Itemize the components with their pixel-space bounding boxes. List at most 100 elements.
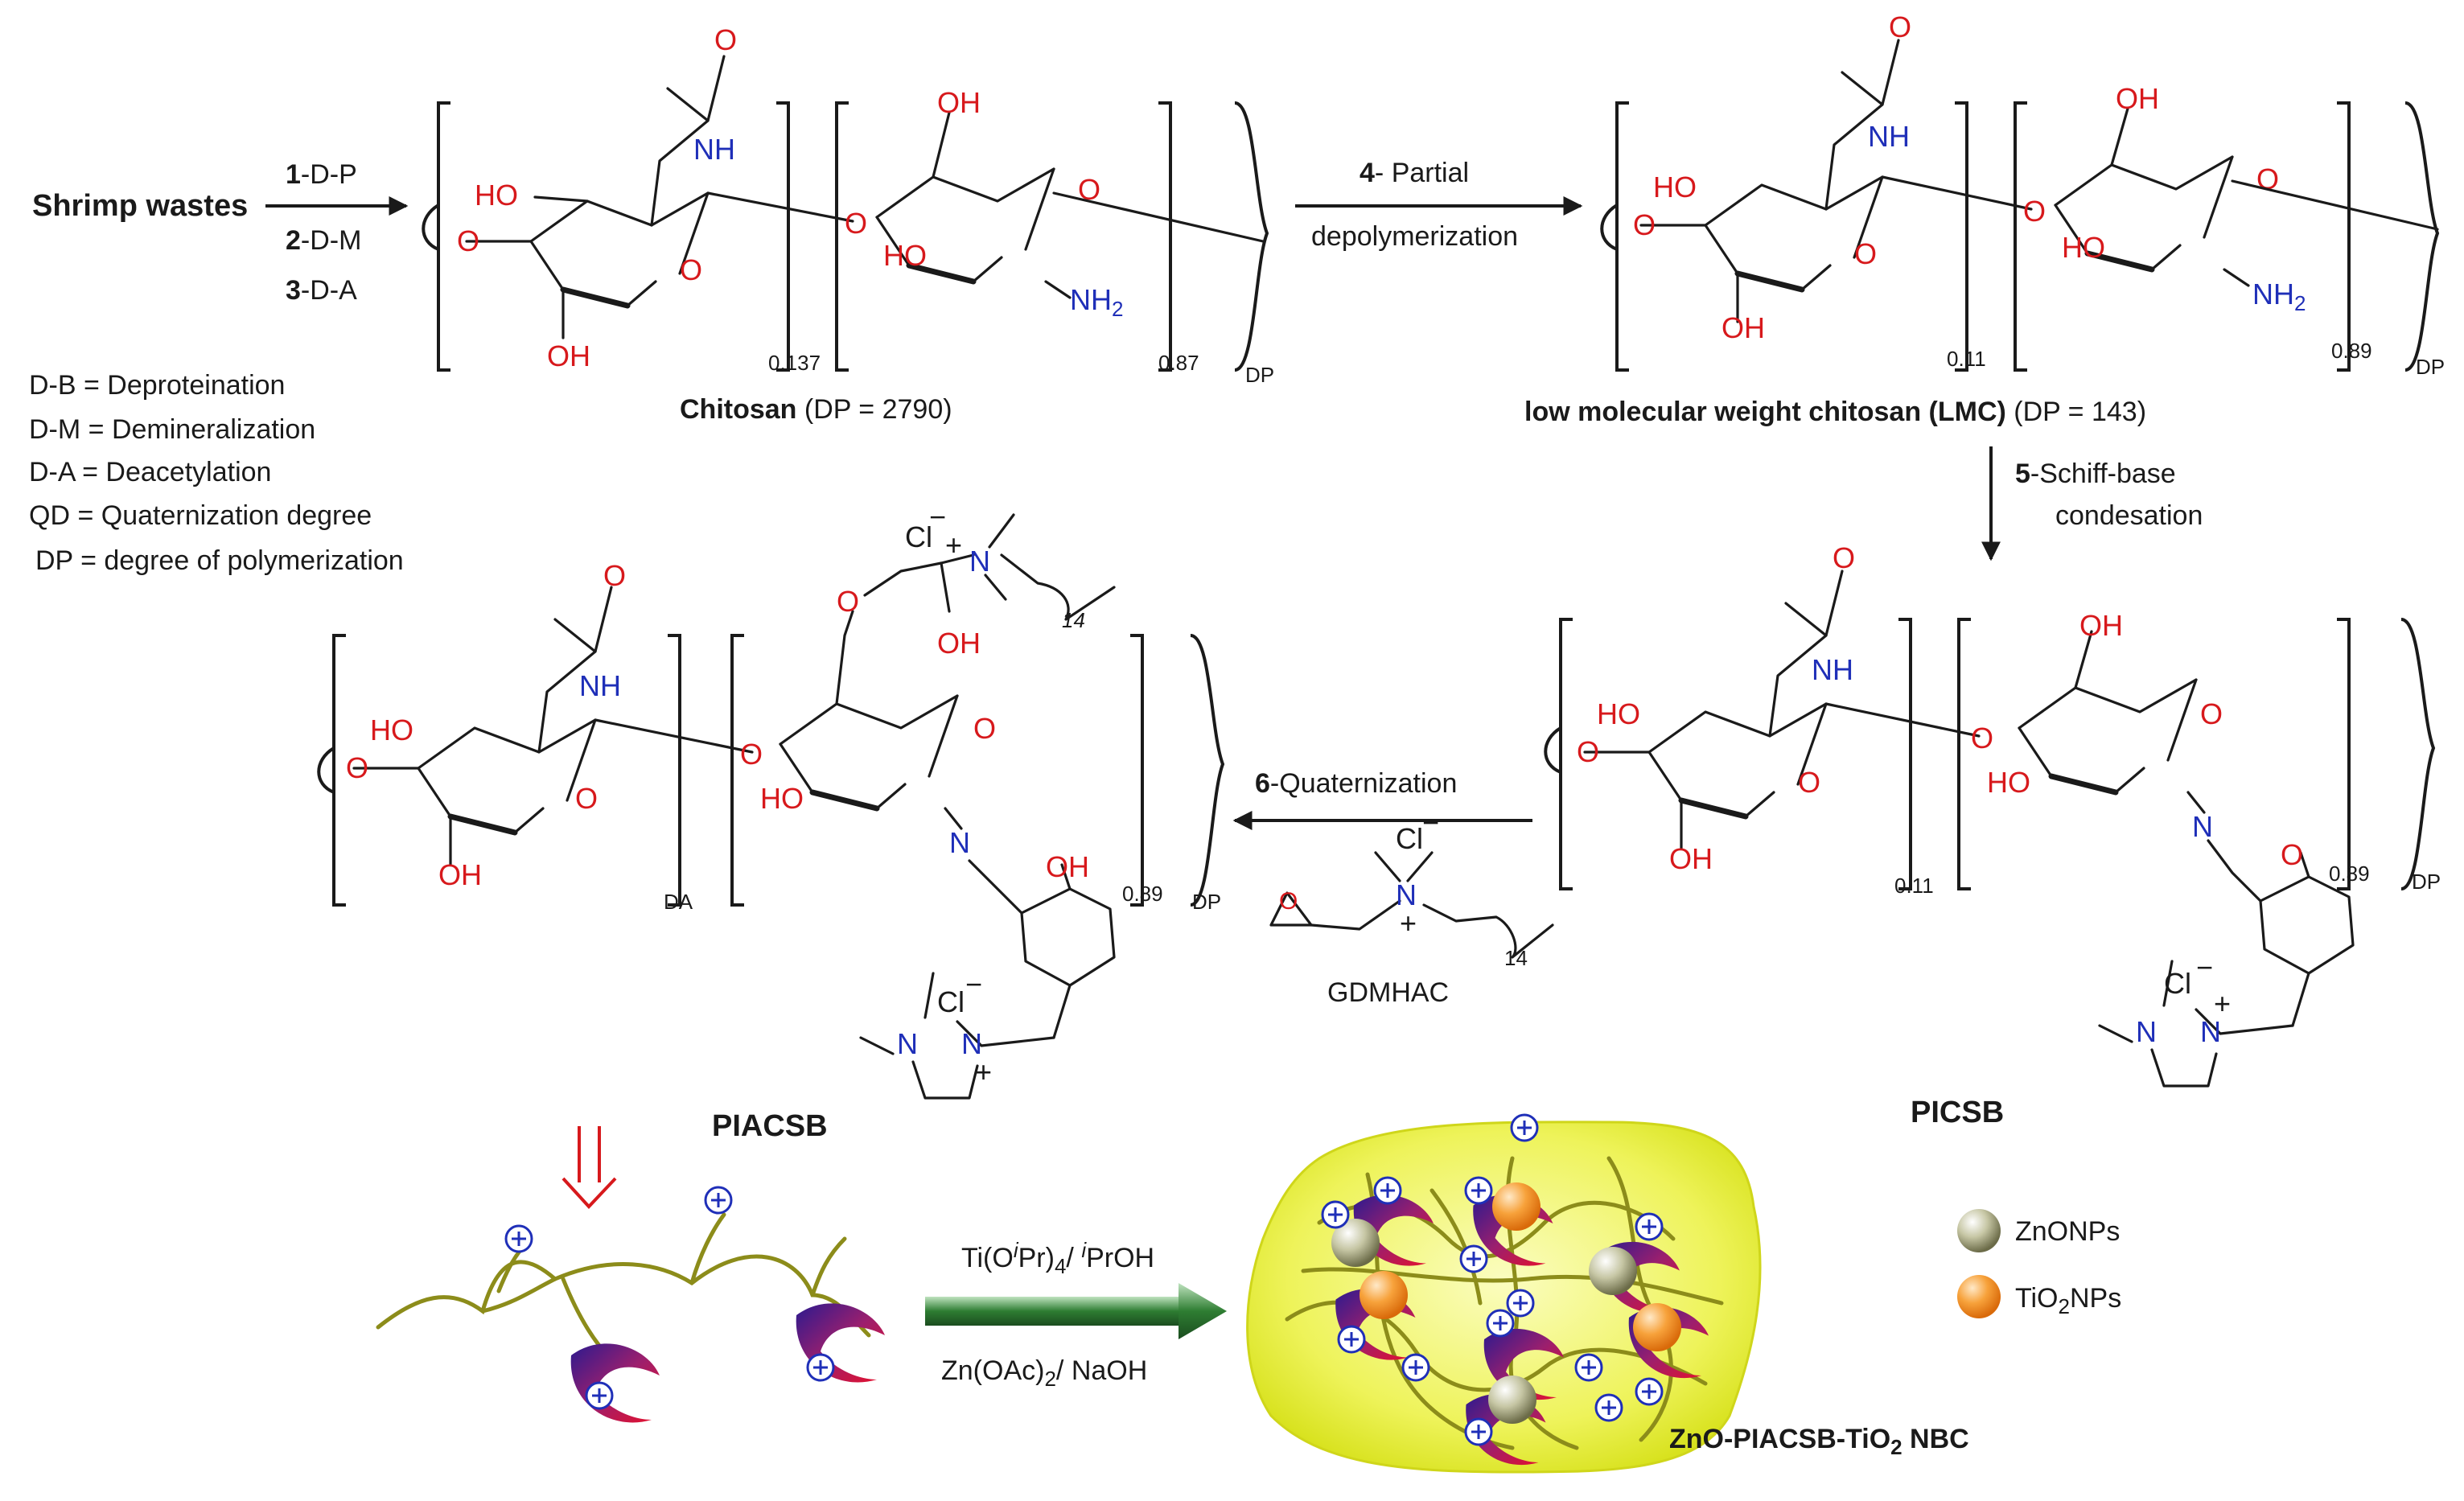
svg-text:OH: OH [547, 339, 590, 372]
svg-text:0.89: 0.89 [2331, 339, 2372, 363]
svg-text:HO: HO [883, 239, 927, 272]
svg-text:DP: DP [1192, 890, 1221, 914]
svg-text:NH: NH [579, 669, 621, 702]
chitosan-label: Chitosan (DP = 2790) [680, 394, 952, 425]
svg-text:HO: HO [475, 179, 518, 212]
step-5-line2: condesation [2055, 500, 2203, 531]
condition-1: Ti(OiPr)4/ iPrOH [961, 1238, 1154, 1278]
svg-text:O: O [346, 751, 368, 784]
polymer-chain-schematic [376, 1186, 885, 1423]
svg-text:HO: HO [1653, 171, 1697, 204]
svg-text:O: O [2023, 195, 2046, 228]
svg-text:Cl: Cl [905, 520, 932, 553]
svg-text:O: O [457, 224, 479, 257]
abbreviation-legend: D-B = Deproteination D-M = Demineralizat… [29, 370, 404, 576]
svg-text:N: N [949, 826, 970, 859]
svg-text:O: O [973, 712, 996, 745]
svg-text:NH2: NH2 [2252, 278, 2306, 315]
svg-text:14: 14 [1504, 946, 1528, 970]
svg-text:DP: DP [1245, 363, 1274, 387]
nanocomposite-blob [1246, 1113, 1762, 1474]
svg-text:OH: OH [1722, 311, 1765, 344]
svg-text:O: O [1798, 766, 1820, 799]
svg-text:OH: OH [2079, 609, 2123, 642]
svg-text:OH: OH [1046, 850, 1089, 883]
svg-text:N: N [969, 545, 990, 578]
picsb-structure: O HO OH NH O O O OH HO O N O 2 N N + Cl … [1544, 541, 2441, 1088]
svg-text:14: 14 [1062, 608, 1085, 632]
svg-text:DP = degree of polymerization: DP = degree of polymerization [35, 545, 404, 576]
svg-text:O: O [714, 23, 737, 56]
svg-text:D-M = Demineralization: D-M = Demineralization [29, 414, 315, 445]
svg-text:OH: OH [2116, 82, 2159, 115]
svg-text:O: O [837, 585, 859, 618]
svg-text:0.87: 0.87 [1158, 351, 1199, 375]
svg-text:O: O [1854, 237, 1877, 270]
gdmhac-label: GDMHAC [1327, 977, 1449, 1008]
piacsb-structure: O HO OH NH O O O O OH N + Cl − 14 HO O N… [317, 500, 1225, 1100]
svg-text:OH: OH [1669, 842, 1713, 875]
svg-text:−: − [1422, 806, 1439, 839]
svg-text:Cl: Cl [2164, 967, 2191, 1000]
step-1: 1-D-P [286, 159, 357, 190]
svg-text:N: N [2136, 1015, 2157, 1048]
svg-text:O: O [1279, 888, 1298, 915]
svg-text:+: + [975, 1055, 992, 1088]
zno-np-marker [1957, 1209, 2001, 1252]
svg-text:0.89: 0.89 [1122, 882, 1163, 906]
step-6: 6-Quaternization [1255, 768, 1457, 799]
svg-text:0.89: 0.89 [2329, 862, 2370, 886]
svg-text:OH: OH [937, 627, 981, 660]
svg-text:O: O [1971, 722, 1993, 755]
step-3: 3-D-A [286, 275, 357, 306]
svg-text:QD = Quaternization degree: QD = Quaternization degree [29, 500, 372, 531]
svg-text:N: N [961, 1027, 982, 1060]
lmc-structure: O HO OH NH O O O OH HO O NH2 0.11 0.89 D… [1600, 10, 2445, 379]
svg-text:NH2: NH2 [1070, 283, 1123, 321]
nanocomposite-label: ZnO-PIACSB-TiO2 NBC [1669, 1424, 1969, 1459]
svg-text:NH: NH [1812, 653, 1853, 686]
svg-text:O: O [1889, 10, 1911, 43]
svg-text:ZnONPs: ZnONPs [2015, 1216, 2120, 1247]
svg-text:Cl: Cl [1396, 822, 1423, 855]
piacsb-label: PIACSB [712, 1109, 828, 1143]
svg-text:N: N [897, 1027, 918, 1060]
step-4: 4- Partial [1360, 158, 1469, 188]
svg-text:O: O [2200, 697, 2223, 730]
svg-text:−: − [929, 500, 946, 533]
svg-text:O: O [2281, 838, 2303, 871]
condition-2: Zn(OAc)2/ NaOH [941, 1355, 1147, 1391]
svg-text:HO: HO [1987, 766, 2030, 799]
hollow-down-arrow [561, 1126, 617, 1209]
step-5: 5-Schiff-base [2015, 459, 2176, 489]
svg-text:O: O [680, 253, 702, 286]
svg-text:HO: HO [760, 782, 804, 815]
step-2: 2-D-M [286, 225, 361, 256]
svg-text:OH: OH [438, 858, 482, 891]
svg-text:O: O [603, 559, 626, 592]
svg-text:NH: NH [1868, 120, 1910, 153]
svg-text:O: O [1633, 208, 1656, 241]
svg-text:OH: OH [937, 86, 981, 119]
lmc-label: low molecular weight chitosan (LMC) (DP … [1524, 397, 2146, 427]
svg-text:O: O [1577, 735, 1599, 768]
svg-text:0.11: 0.11 [1947, 347, 1986, 371]
svg-text:+: + [2214, 987, 2231, 1020]
svg-text:NH: NH [693, 133, 735, 166]
svg-text:N: N [2200, 1015, 2221, 1048]
chitosan-structure: O HO OH NH O O O OH HO O NH2 0.137 0.87 … [422, 23, 1274, 387]
nanoparticle-legend: ZnONPs TiO2NPs [1957, 1209, 2121, 1318]
picsb-label: PICSB [1911, 1096, 2004, 1129]
svg-text:0.11: 0.11 [1894, 874, 1934, 898]
svg-text:DP: DP [2412, 870, 2441, 894]
svg-text:0.137: 0.137 [768, 351, 821, 375]
process-arrow [925, 1283, 1227, 1339]
svg-text:HO: HO [370, 713, 413, 746]
svg-text:+: + [1400, 907, 1417, 940]
svg-text:O: O [575, 782, 598, 815]
svg-text:D-B = Deproteination: D-B = Deproteination [29, 370, 285, 401]
svg-text:N: N [2192, 810, 2213, 843]
step-4-line2: depolymerization [1311, 221, 1518, 252]
tio2-np-marker [1957, 1275, 2001, 1318]
